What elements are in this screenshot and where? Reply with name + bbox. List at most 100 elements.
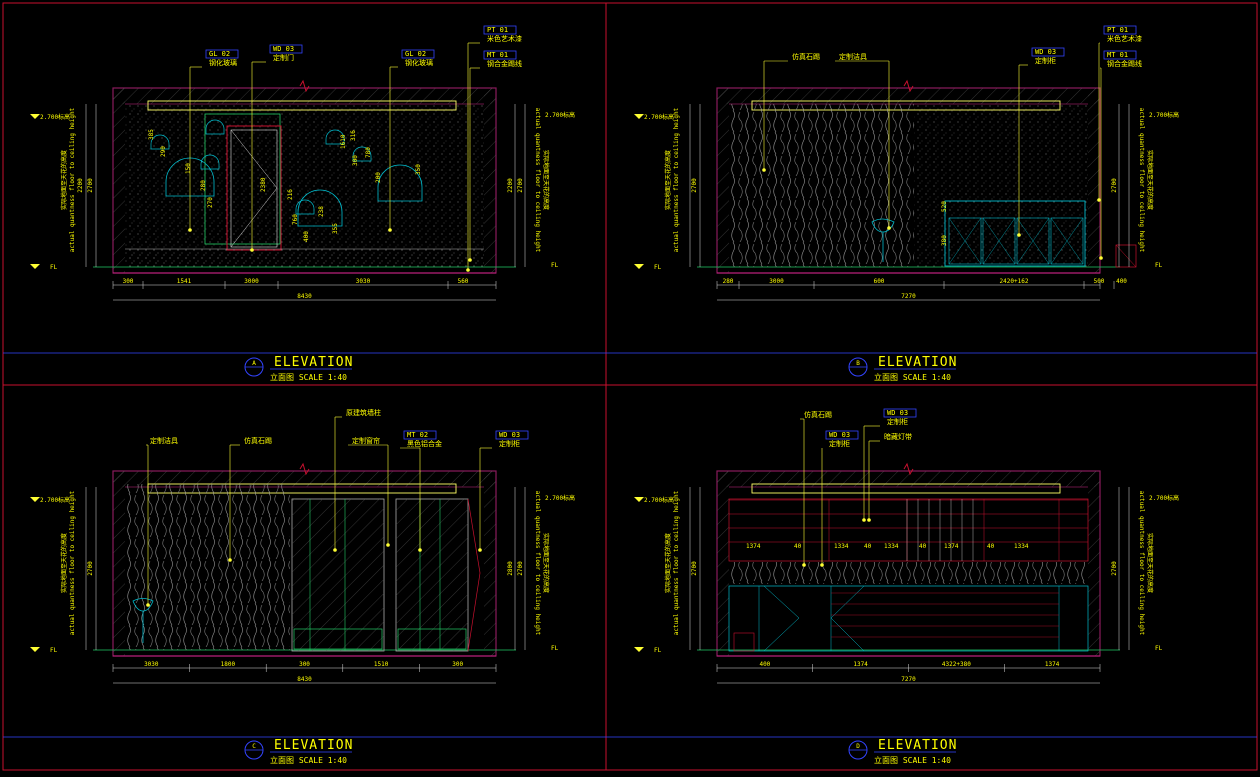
level-triangle (634, 497, 644, 502)
section-letter: C (252, 743, 256, 750)
tag-label: 定制窗帘 (352, 436, 380, 445)
tag-code: MT 02 (407, 431, 428, 439)
ceiling-slab-hatch (113, 88, 496, 104)
cabinet-door (1050, 217, 1084, 265)
inner-dim-value: 290 (160, 146, 167, 157)
inner-dim-value: 1334 (1014, 543, 1029, 550)
window-hatch-left (292, 499, 384, 651)
vertical-caption-cn: 实际地面至天花的高度 (1146, 150, 1154, 210)
right-wall-hatch (484, 471, 496, 656)
cabinet-door (982, 217, 1016, 265)
material-tag: 仿真石踢 (762, 52, 820, 172)
stone-band (729, 562, 1088, 584)
tag-code: PT 01 (487, 26, 508, 34)
ceiling-slab-hatch (113, 471, 496, 487)
right-wall-hatch (1088, 88, 1100, 273)
level-triangle (30, 114, 40, 119)
bottom-dim-value: 1510 (374, 661, 389, 668)
total-dim-value: 8430 (297, 676, 312, 683)
curtain-fold (467, 498, 481, 652)
right-dim-value: 2700 (1111, 561, 1118, 576)
material-tag: 定制洁具 (146, 436, 178, 607)
door-swing-lines (230, 129, 278, 248)
level-triangle (634, 114, 644, 119)
tag-label: 定制柜 (1035, 56, 1056, 65)
vertical-caption-en: actual quantness floor to ceiling height (69, 490, 76, 635)
left-dim-value: 2700 (691, 178, 698, 193)
tag-code: MT 01 (1107, 51, 1128, 59)
small-niche (200, 154, 220, 170)
inner-dim-value: 350 (415, 164, 422, 175)
tag-code-box (883, 408, 917, 418)
tag-label: 定制门 (273, 53, 294, 62)
bottom-dim-value: 4322+380 (942, 661, 971, 668)
right-dim-value: 2700 (1111, 178, 1118, 193)
level-triangle (634, 264, 644, 269)
leader-dot (1017, 233, 1021, 237)
level-mark-right: 2.700标高 (545, 111, 575, 119)
left-wall-hatch (113, 88, 125, 273)
tag-code: MT 01 (487, 51, 508, 59)
vertical-caption-cn: 实际地面至天花的高度 (542, 533, 550, 593)
level-mark-left: 2.700标高 (40, 496, 70, 504)
vertical-caption-en: actual quantness floor to ceiling height (673, 490, 680, 635)
tag-label: 暗藏灯带 (884, 432, 912, 441)
right-wall-hatch (484, 88, 496, 273)
leader-dot (146, 603, 150, 607)
elevation-subtitle: 立面图 SCALE 1:40 (270, 372, 347, 382)
break-mark (903, 79, 914, 93)
tag-label: 定制柜 (499, 439, 520, 448)
leader-dot (1099, 256, 1103, 260)
level-triangle (30, 647, 40, 652)
leader-dot (862, 518, 866, 522)
bottom-dim-value: 300 (299, 661, 310, 668)
floor-mark-left: FL (654, 647, 662, 654)
level-mark-right: 2.700标高 (1149, 111, 1179, 119)
bottom-dim-value: 3030 (356, 278, 371, 285)
material-tag: 仿真石踢 (800, 410, 832, 567)
tag-code-box (401, 49, 435, 59)
window-hatch-right (396, 499, 468, 651)
inner-dim-value: 1374 (944, 543, 959, 550)
floor-mark-left: FL (50, 647, 58, 654)
inner-dim-value: 270 (207, 197, 214, 208)
inner-dim-value: 238 (318, 206, 325, 217)
cabinet-outline (944, 200, 1086, 267)
tag-label: 钢化玻璃 (405, 58, 433, 67)
leader-dot (478, 548, 482, 552)
level-mark-left: 2.700标高 (40, 113, 70, 121)
leader-dot (228, 558, 232, 562)
tag-code: GL 02 (209, 50, 230, 58)
tag-code-box (1031, 47, 1065, 57)
side-box (1115, 244, 1137, 268)
vertical-caption-en: actual quantness floor to ceiling height (534, 108, 541, 253)
inner-dim-value: 520 (941, 201, 948, 212)
elevation-title: ELEVATION (274, 738, 353, 753)
right-dim-value: 2200 (507, 178, 514, 193)
tag-code-box (825, 430, 859, 440)
upper-cabinet-zone (728, 498, 1089, 562)
elevation-subtitle: 立面图 SCALE 1:40 (270, 755, 347, 765)
left-dim-value: 2700 (87, 561, 94, 576)
tag-label: 米色艺术漆 (487, 34, 522, 43)
inner-dim-value: 40 (864, 543, 872, 550)
ceiling-trim-box (751, 483, 1061, 494)
material-tag: 定制洁具 (835, 52, 891, 230)
lower-cabinet-zone (728, 585, 1089, 652)
material-tag: 定制窗帘 (348, 436, 390, 547)
bottom-dim-value: 1541 (177, 278, 192, 285)
floor-mark-right: FL (1155, 645, 1163, 652)
tag-label: 仿真石踢 (244, 436, 272, 445)
